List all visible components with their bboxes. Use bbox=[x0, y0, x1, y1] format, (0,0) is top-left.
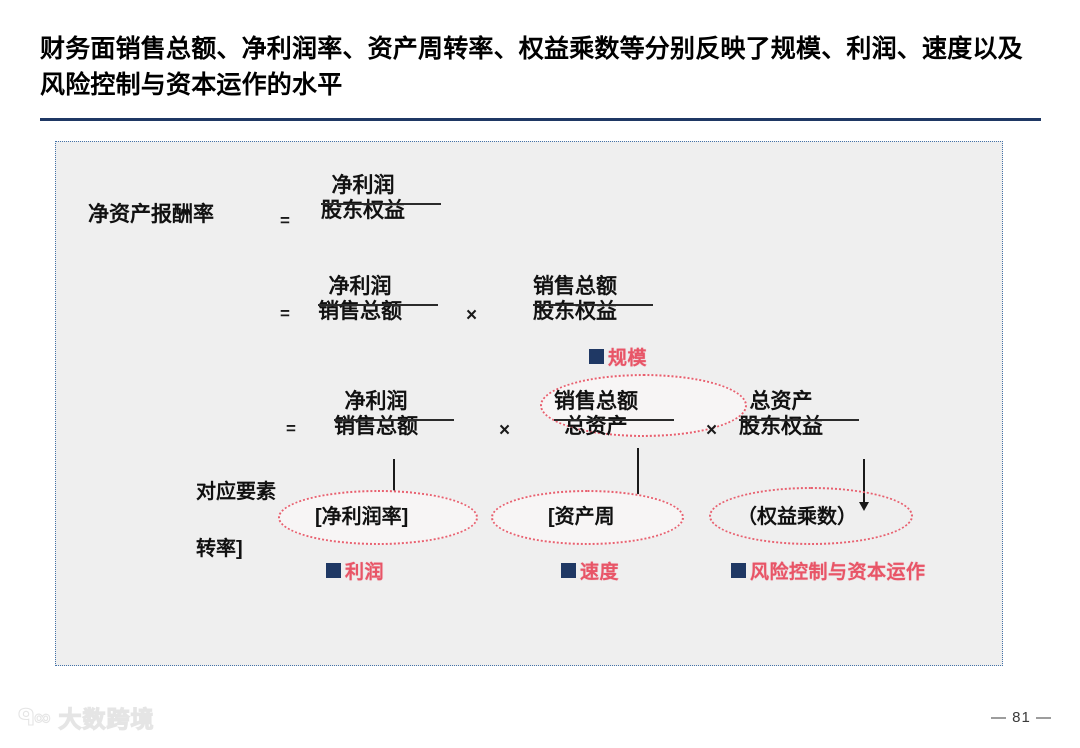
element-ellipse-equity-multiplier bbox=[709, 487, 913, 545]
row3-fraction-a: 净利润 销售总额 bbox=[334, 390, 418, 440]
annotation-risk: 风险控制与资本运作 bbox=[731, 557, 926, 584]
bullet-square-icon bbox=[561, 563, 576, 578]
row1-left-label: 净资产报酬率 bbox=[88, 203, 214, 226]
row2-fraction-b: 销售总额 股东权益 bbox=[533, 275, 617, 325]
bullet-square-icon bbox=[731, 563, 746, 578]
bullet-square-icon bbox=[326, 563, 341, 578]
title-divider bbox=[40, 118, 1041, 121]
side-label-line2: 转率] bbox=[196, 538, 243, 560]
row1-numerator: 净利润 bbox=[331, 174, 395, 197]
row1-fraction-bar bbox=[321, 203, 441, 205]
side-label-line1: 对应要素 bbox=[196, 481, 276, 503]
annotation-profit: 利润 bbox=[326, 557, 384, 584]
arrow-line-2 bbox=[637, 448, 639, 503]
annotation-profit-text: 利润 bbox=[345, 562, 385, 583]
bullet-square-icon bbox=[589, 349, 604, 364]
row2-a-bar bbox=[318, 304, 438, 306]
element-label-equity-multiplier: （权益乘数） bbox=[737, 506, 857, 528]
row1-fraction: 净利润 股东权益 bbox=[321, 174, 405, 224]
watermark: ᑫ∞ 大数跨境 bbox=[17, 700, 155, 734]
row3-c-numerator: 总资产 bbox=[749, 390, 813, 413]
row3-times-1: × bbox=[499, 420, 511, 441]
annotation-speed-text: 速度 bbox=[580, 562, 620, 583]
row2-times: × bbox=[466, 305, 478, 326]
row2-equals: = bbox=[280, 304, 290, 323]
element-ellipse-asset-turnover bbox=[491, 490, 684, 545]
row2-fraction-a: 净利润 销售总额 bbox=[318, 275, 402, 325]
row2-b-bar bbox=[533, 304, 653, 306]
element-ellipse-profit-margin bbox=[278, 490, 478, 545]
arrow-line-1 bbox=[393, 459, 395, 503]
arrow-line-3 bbox=[863, 459, 865, 503]
diagram-panel: 净资产报酬率 = 净利润 股东权益 = 净利润 销售总额 × 销售总额 股东权益… bbox=[55, 141, 1003, 666]
annotation-risk-text: 风险控制与资本运作 bbox=[750, 562, 926, 583]
element-label-asset-turnover: [资产周 bbox=[548, 506, 615, 528]
row3-equals: = bbox=[286, 419, 296, 438]
row2-b-numerator: 销售总额 bbox=[533, 275, 617, 298]
annotation-speed: 速度 bbox=[561, 557, 619, 584]
watermark-text: 大数跨境 bbox=[58, 705, 155, 732]
page-title: 财务面销售总额、净利润率、资产周转率、权益乘数等分别反映了规模、利润、速度以及风… bbox=[40, 35, 1023, 99]
row3-a-numerator: 净利润 bbox=[344, 390, 408, 413]
row3-times-2: × bbox=[706, 420, 718, 441]
element-label-profit-margin: [净利润率] bbox=[315, 506, 409, 528]
highlight-ellipse-asset-turnover bbox=[540, 374, 747, 437]
logo-icon: ᑫ∞ bbox=[17, 703, 51, 730]
row3-a-bar bbox=[334, 419, 454, 421]
row3-c-bar bbox=[739, 419, 859, 421]
row3-fraction-b: 销售总额 总资产 bbox=[554, 390, 638, 440]
row3-b-numerator: 销售总额 bbox=[554, 390, 638, 413]
row3-b-bar bbox=[554, 419, 674, 421]
annotation-scale: 规模 bbox=[589, 343, 647, 370]
row3-fraction-c: 总资产 股东权益 bbox=[739, 390, 823, 440]
row2-a-numerator: 净利润 bbox=[328, 275, 392, 298]
annotation-scale-text: 规模 bbox=[608, 348, 648, 369]
page-number: — 81 — bbox=[990, 709, 1052, 726]
row1-equals: = bbox=[280, 211, 290, 230]
